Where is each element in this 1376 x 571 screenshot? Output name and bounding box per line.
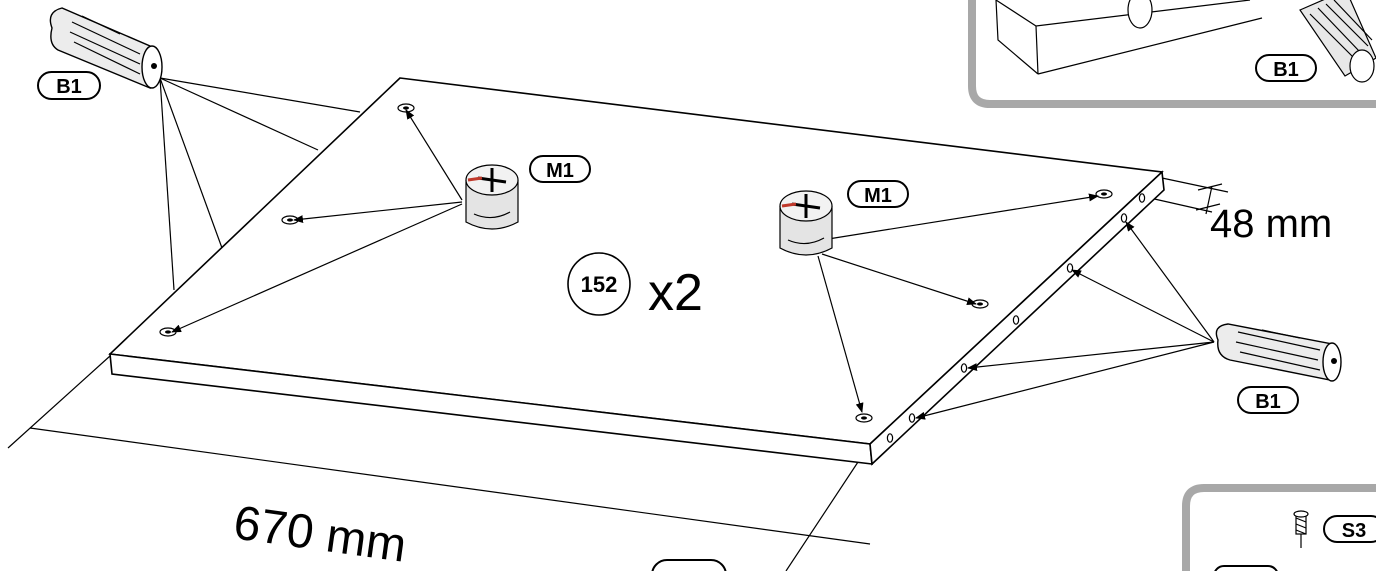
label-pill-b1-right — [1237, 386, 1299, 414]
label-pill-m1-left — [529, 155, 591, 183]
cam-lock-right — [779, 190, 833, 256]
inset-bottom-right: S3 — [1182, 484, 1376, 571]
hole-4 — [1095, 189, 1113, 199]
part-number: 152 — [581, 272, 618, 297]
width-dimension: 670 mm — [230, 496, 409, 571]
panel — [108, 77, 1165, 466]
label-m1-left: M1 — [546, 160, 574, 182]
label-pill-b1-inset — [1255, 54, 1317, 82]
dowel-top-left — [49, 7, 163, 90]
cam-right-arrows — [817, 193, 1099, 413]
label-b1-left: B1 — [56, 76, 82, 98]
label-m1-right: M1 — [864, 185, 892, 207]
dimension-thickness: 48 mm — [1149, 177, 1332, 246]
hole-6 — [855, 413, 873, 423]
cam-left-arrows — [171, 109, 463, 333]
quantity: x2 — [648, 264, 703, 322]
label-b1-right: B1 — [1255, 391, 1281, 413]
thickness-dimension: 48 mm — [1210, 202, 1332, 246]
label-pill-s3 — [1323, 515, 1376, 543]
label-pill-m1-right — [847, 180, 909, 208]
part-number-circle — [567, 252, 631, 316]
inset-top-right: B1 — [968, 0, 1376, 108]
screw-icon — [1293, 510, 1309, 548]
inset-border-bottom — [1182, 484, 1376, 571]
edge-holes — [886, 193, 1146, 443]
label-b1-inset: B1 — [1273, 59, 1299, 81]
label-pill-b1-left — [37, 71, 101, 100]
cam-lock-left — [465, 164, 519, 230]
label-s3: S3 — [1342, 520, 1366, 542]
partial-pill-bottom — [1214, 565, 1278, 571]
hole-3 — [159, 327, 177, 337]
partial-pill-bottom-center — [651, 559, 727, 571]
dowel-left-leader-lines — [159, 77, 361, 291]
dowel-right — [1215, 323, 1342, 382]
inset-border — [968, 0, 1376, 108]
inset-block — [995, 0, 1263, 75]
dowel-right-arrows — [915, 221, 1215, 420]
inset-dowel-icon — [1299, 0, 1376, 83]
